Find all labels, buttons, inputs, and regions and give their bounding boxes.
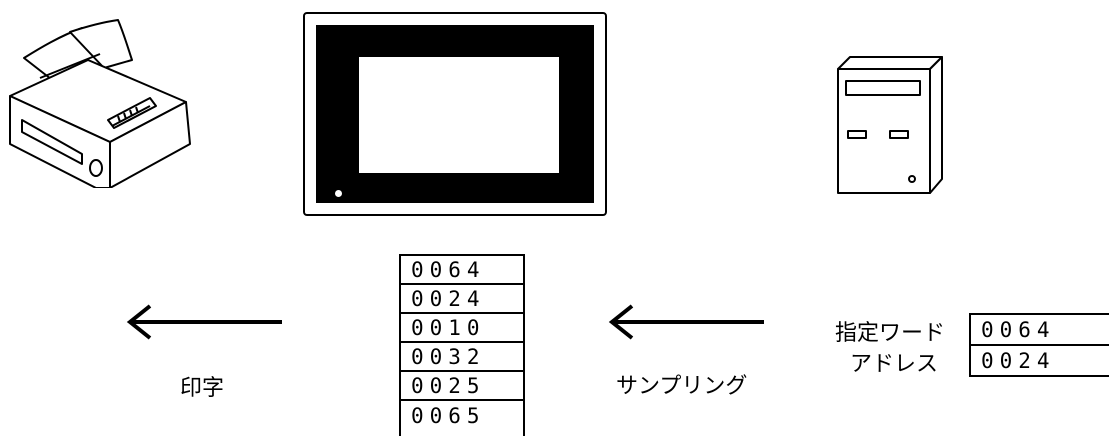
print-label: 印字	[180, 376, 225, 401]
table-row: 0024	[971, 346, 1109, 377]
table-row: 0010	[401, 314, 525, 343]
source-label-line2: アドレス	[850, 352, 939, 377]
table-row: 0064	[401, 256, 525, 285]
source-address-table: 0064 0024	[969, 313, 1109, 377]
table-row: 0065	[411, 403, 486, 428]
table-row: 0032	[401, 343, 525, 372]
sampled-values-table: 0064 0024 0010 0032 0025 0065	[399, 254, 525, 436]
arrow-left-icon	[126, 304, 282, 340]
table-row: 0024	[401, 285, 525, 314]
touch-panel-icon	[303, 12, 607, 216]
printer-icon	[9, 19, 191, 188]
sampling-label: サンプリング	[616, 374, 748, 399]
arrow-left-icon	[608, 304, 764, 340]
table-row: 0025	[401, 372, 525, 401]
plc-cpu-icon	[837, 56, 943, 194]
table-row: 0064	[971, 315, 1109, 346]
source-label-line1: 指定ワード	[835, 321, 946, 346]
